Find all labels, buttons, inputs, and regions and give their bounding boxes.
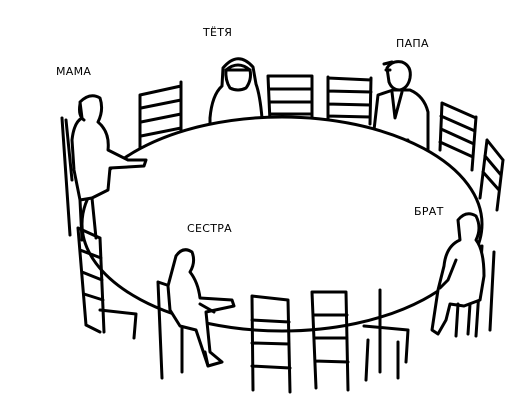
chair-far-right [480, 140, 503, 210]
label-dad: ПАПА [396, 37, 429, 50]
chair-back-center-right [328, 77, 371, 124]
label-sister: СЕСТРА [187, 222, 232, 235]
label-mom: МАМА [56, 65, 91, 78]
label-brother: БРАТ [414, 205, 444, 218]
chair-back-center-left [268, 76, 312, 122]
label-aunt: ТЁТЯ [203, 26, 232, 39]
chair-back-right [440, 103, 476, 170]
